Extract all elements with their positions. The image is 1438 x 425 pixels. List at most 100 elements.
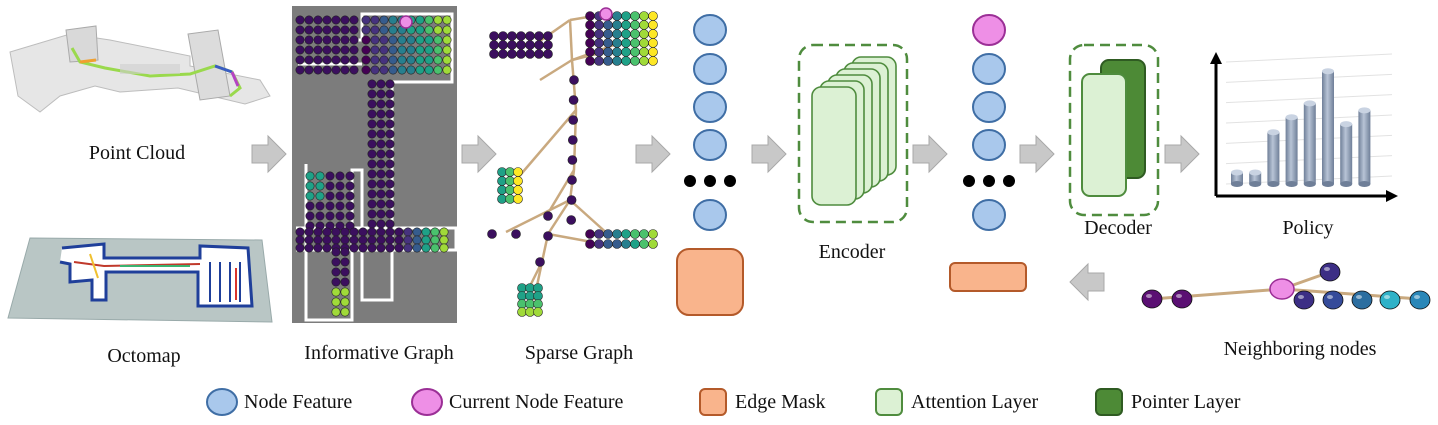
graph-node (376, 129, 386, 139)
graph-node (612, 20, 622, 30)
right-arrow-icon-5 (912, 134, 948, 174)
graph-node (648, 229, 658, 239)
node-feature (972, 199, 1006, 231)
graph-node (331, 227, 341, 237)
graph-node (412, 235, 422, 245)
graph-node (388, 15, 398, 25)
ellipsis-dot-3 (1003, 175, 1015, 187)
graph-node (388, 45, 398, 55)
legend-pointer-icon (1095, 388, 1123, 416)
graph-node (594, 47, 604, 57)
graph-node (525, 283, 535, 293)
graph-edge (539, 58, 573, 82)
neighbor-node (1379, 290, 1401, 310)
graph-node (304, 35, 314, 45)
graph-node (424, 45, 434, 55)
grid-line (1225, 73, 1393, 83)
node-feature (693, 14, 727, 46)
legend-current-node-feature-text: Current Node Feature (449, 390, 624, 413)
policy-bar (1285, 117, 1298, 184)
graph-node (394, 243, 404, 253)
graph-node (370, 35, 380, 45)
graph-node (603, 47, 613, 57)
graph-node (621, 11, 631, 21)
legend-current-node-icon (411, 388, 443, 416)
graph-node (367, 243, 377, 253)
graph-node (385, 243, 395, 253)
graph-node (376, 79, 386, 89)
graph-node (325, 181, 335, 191)
graph-node (315, 211, 325, 221)
graph-node (376, 235, 386, 245)
graph-node (415, 35, 425, 45)
graph-node (340, 15, 350, 25)
graph-node (406, 65, 416, 75)
graph-node (513, 185, 523, 195)
node-feature (972, 91, 1006, 123)
graph-node (304, 45, 314, 55)
graph-node (585, 229, 595, 239)
graph-node (507, 49, 517, 59)
policy-bar-cap (1358, 107, 1371, 114)
graph-node (415, 45, 425, 55)
graph-node (340, 235, 350, 245)
graph-node (630, 11, 640, 21)
graph-node (525, 40, 535, 50)
graph-node (367, 149, 377, 159)
graph-node (603, 38, 613, 48)
graph-node (305, 201, 315, 211)
ellipsis-dot-1 (963, 175, 975, 187)
graph-node (361, 45, 371, 55)
graph-node (358, 227, 368, 237)
node-feature (693, 129, 727, 161)
policy-bar (1322, 71, 1334, 184)
policy-bar (1303, 103, 1316, 184)
graph-node (525, 49, 535, 59)
graph-edge (569, 199, 611, 237)
graph-node (569, 75, 579, 85)
graph-node (442, 65, 452, 75)
graph-node (340, 287, 350, 297)
graph-node (331, 65, 341, 75)
encoder-block (797, 43, 909, 224)
graph-node (361, 55, 371, 65)
graph-node (639, 56, 649, 66)
graph-node (367, 179, 377, 189)
graph-node (304, 65, 314, 75)
graph-node (648, 29, 658, 39)
graph-node (513, 194, 523, 204)
graph-node (566, 195, 577, 205)
node-feature (972, 129, 1006, 161)
neighbor-node (1171, 289, 1193, 309)
graph-node (385, 99, 395, 109)
graph-node (349, 235, 359, 245)
flow-arrows (251, 134, 1200, 302)
ellipsis-dot-3 (724, 175, 736, 187)
graph-node (442, 55, 452, 65)
sparse-graph-image (487, 7, 658, 317)
graph-node (525, 291, 535, 301)
graph-node (340, 307, 350, 317)
graph-node (621, 47, 631, 57)
graph-node (394, 227, 404, 237)
graph-edge (546, 199, 572, 235)
graph-node (648, 56, 658, 66)
graph-node (424, 65, 434, 75)
attention-layer (811, 86, 857, 206)
graph-node (421, 243, 431, 253)
graph-node (385, 129, 395, 139)
graph-node (385, 149, 395, 159)
octomap-image (7, 237, 273, 323)
graph-node (325, 171, 335, 181)
graph-node (349, 35, 359, 45)
graph-edge (505, 198, 571, 234)
graph-node (305, 171, 315, 181)
graph-node (567, 135, 578, 145)
graph-node (648, 47, 658, 57)
graph-node (430, 227, 440, 237)
graph-node (648, 20, 658, 30)
legend-edge-mask: Edge Mask (727, 386, 826, 418)
graph-node (385, 109, 395, 119)
graph-node (415, 25, 425, 35)
graph-node (313, 45, 323, 55)
